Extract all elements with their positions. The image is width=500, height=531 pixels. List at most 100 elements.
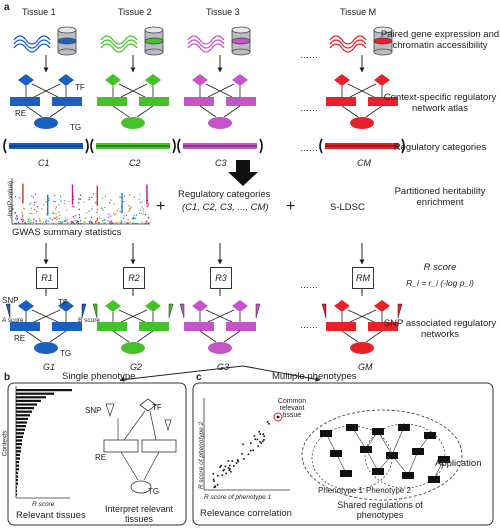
gwas-point (128, 210, 130, 212)
category-cm: CM (357, 158, 371, 168)
gwas-point (76, 222, 78, 224)
edge (31, 309, 59, 323)
gwas-point (119, 210, 121, 212)
gwas-point (111, 222, 113, 224)
database-top-icon (373, 26, 393, 34)
gwas-point (95, 202, 97, 204)
tf-node (334, 74, 350, 86)
mini-edge (123, 410, 146, 441)
tf-node (192, 300, 208, 312)
tf-node (192, 74, 208, 86)
scatter-point (242, 443, 244, 446)
bracket-right (85, 138, 89, 154)
plus-2: + (286, 198, 296, 215)
gwas-point (104, 222, 106, 225)
gwas-point (141, 222, 144, 225)
scatter-ylabel: R score of phenotype 2 (198, 421, 206, 490)
gwas-point (109, 201, 111, 204)
gwas-point (45, 222, 48, 225)
gwas-point (58, 218, 60, 220)
bracket-right (401, 138, 405, 154)
ranking-bar (16, 468, 19, 471)
gwas-point (73, 222, 75, 225)
database-band-icon (57, 37, 77, 45)
arrow-to-single (119, 365, 244, 382)
gwas-peak (47, 194, 49, 215)
edge (341, 105, 359, 118)
snp-marker (321, 303, 327, 319)
gwas-point (78, 202, 80, 204)
scatter-point (260, 442, 262, 444)
gwas-point (132, 218, 134, 220)
gwas-point (53, 222, 55, 225)
ranking-bar (16, 489, 17, 492)
tg-label: TG (70, 123, 82, 132)
gwas-point (136, 222, 138, 224)
mini-re-node (103, 439, 139, 453)
gwas-point (61, 222, 63, 224)
re-node (184, 322, 214, 331)
gwas-point (79, 198, 81, 200)
scatter-annotation: Common relevant tissue (277, 398, 307, 419)
tissue-m-label: Tissue M (340, 7, 377, 17)
scatter-point (259, 433, 262, 435)
gwas-point (91, 208, 93, 210)
gwas-point (117, 208, 119, 210)
edge (112, 105, 130, 118)
gwas-point (39, 218, 41, 220)
g-label-3: G3 (217, 362, 230, 372)
r-box-m: RM (352, 267, 374, 289)
gwas-point (22, 214, 24, 216)
gwas-point (141, 201, 143, 203)
gwas-point (66, 219, 68, 222)
tf-node (374, 300, 390, 312)
gwas-point (139, 201, 141, 203)
tissue-3-label: Tissue 3 (206, 7, 240, 17)
gwas-manhattan-plot (11, 178, 150, 225)
gwas-point (57, 221, 59, 223)
ranking-bar (16, 410, 32, 413)
ranking-bar (16, 443, 22, 446)
scatter-point (236, 459, 239, 461)
gwas-point (16, 214, 18, 217)
gwas-point (126, 222, 129, 224)
shared-node (424, 432, 436, 439)
gwas-point (113, 214, 115, 216)
gwas-point (110, 222, 112, 224)
shared-regulation-graph (301, 409, 463, 501)
gwas-point (142, 213, 145, 215)
gwas-point (99, 217, 101, 219)
gwas-point (145, 220, 147, 223)
tf-node (18, 300, 34, 312)
paired-label: Paired gene expression and chromatin acc… (380, 29, 500, 51)
gwas-point (89, 220, 92, 222)
gwas-point (133, 217, 135, 220)
scatter-point (222, 469, 225, 472)
single-ylabel: Contexts (1, 430, 9, 457)
gwas-point (130, 206, 132, 208)
edge (112, 330, 130, 343)
edge (207, 83, 235, 98)
scatter-point (254, 438, 256, 441)
gwas-ylabel: -log(P-value) (7, 180, 15, 219)
re-node (10, 97, 40, 106)
tf-label-2: TF (58, 298, 68, 307)
gwas-point (98, 222, 100, 224)
gwas-point (113, 212, 115, 214)
gwas-point (124, 221, 126, 223)
mini-edge (143, 451, 160, 481)
gwas-peak (121, 192, 123, 213)
gwas-point (70, 221, 72, 223)
scatter-point (263, 438, 265, 441)
mini-snp-marker (105, 403, 115, 418)
shared-node (346, 424, 358, 431)
ranking-bar (16, 446, 21, 449)
edge (365, 105, 383, 118)
gwas-point (91, 216, 93, 218)
gwas-point (88, 199, 90, 201)
gwas-point (64, 219, 66, 222)
gwas-point (21, 220, 24, 222)
gwas-point (78, 198, 80, 200)
tg-node (34, 342, 58, 354)
gwas-point (54, 217, 56, 219)
